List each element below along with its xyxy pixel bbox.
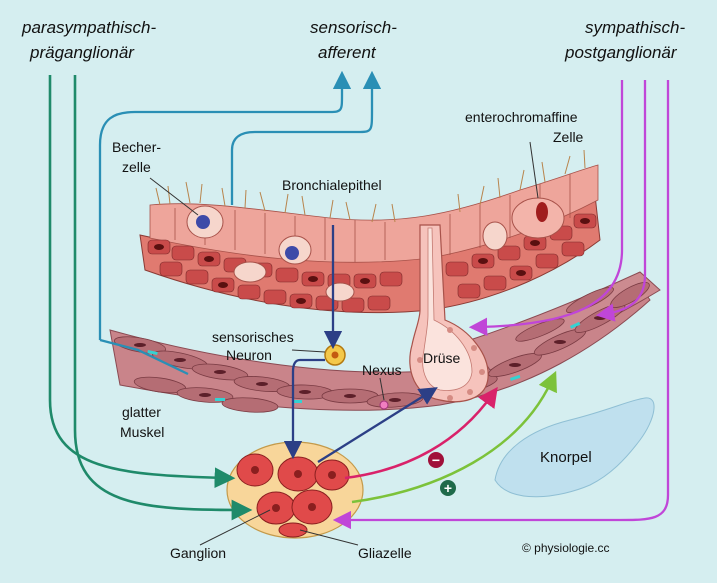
parasympathetic-label-2: präganglionär xyxy=(29,43,135,62)
inhibitory-efferent xyxy=(344,386,498,480)
nexus-label: Nexus xyxy=(362,362,402,378)
enterochromaffin-label-2: Zelle xyxy=(553,129,584,145)
nexus-marker xyxy=(379,400,389,410)
sympathetic-label-2: postganglionär xyxy=(564,43,678,62)
sensory-afferent-fibers xyxy=(98,70,382,376)
sensory-label-1: sensorisch- xyxy=(310,18,397,37)
sympathetic-fibers xyxy=(332,80,670,530)
enterochromaffin-label-1: enterochromaffine xyxy=(465,109,578,125)
copyright-notice: © physiologie.cc xyxy=(522,541,610,555)
parasympathetic-label-1: parasympathisch- xyxy=(21,18,157,37)
minus-sign: − xyxy=(432,452,440,468)
bronchial-epithelium xyxy=(139,149,601,314)
label-pointers xyxy=(149,141,539,546)
sensory-neuron-label-1: sensorisches xyxy=(212,329,294,345)
sensory-neuron-label-2: Neuron xyxy=(226,347,272,363)
goblet-cell-label-2: zelle xyxy=(122,159,151,175)
inhibition-symbol xyxy=(428,452,444,468)
excitation-symbol xyxy=(440,480,456,496)
sensory-label-2: afferent xyxy=(318,43,377,62)
excitatory-efferent xyxy=(351,370,557,504)
cartilage-shape xyxy=(494,397,655,498)
parasympathetic-fibers xyxy=(48,75,253,521)
epithelium-label: Bronchialepithel xyxy=(282,177,382,193)
plus-sign: + xyxy=(444,480,452,496)
glia-label: Gliazelle xyxy=(358,545,412,561)
smooth-muscle-label-2: Muskel xyxy=(120,424,164,440)
sympathetic-label-1: sympathisch- xyxy=(585,18,685,37)
ganglion xyxy=(226,441,364,539)
smooth-muscle-label-1: glatter xyxy=(122,404,161,420)
sensory-neuron-path xyxy=(283,225,438,463)
goblet-cell-label-1: Becher- xyxy=(112,139,161,155)
gland-label: Drüse xyxy=(423,350,461,366)
cartilage-label: Knorpel xyxy=(540,449,592,466)
gland xyxy=(409,224,489,403)
ganglion-label: Ganglion xyxy=(170,545,226,561)
smooth-muscle-layer xyxy=(109,271,661,413)
